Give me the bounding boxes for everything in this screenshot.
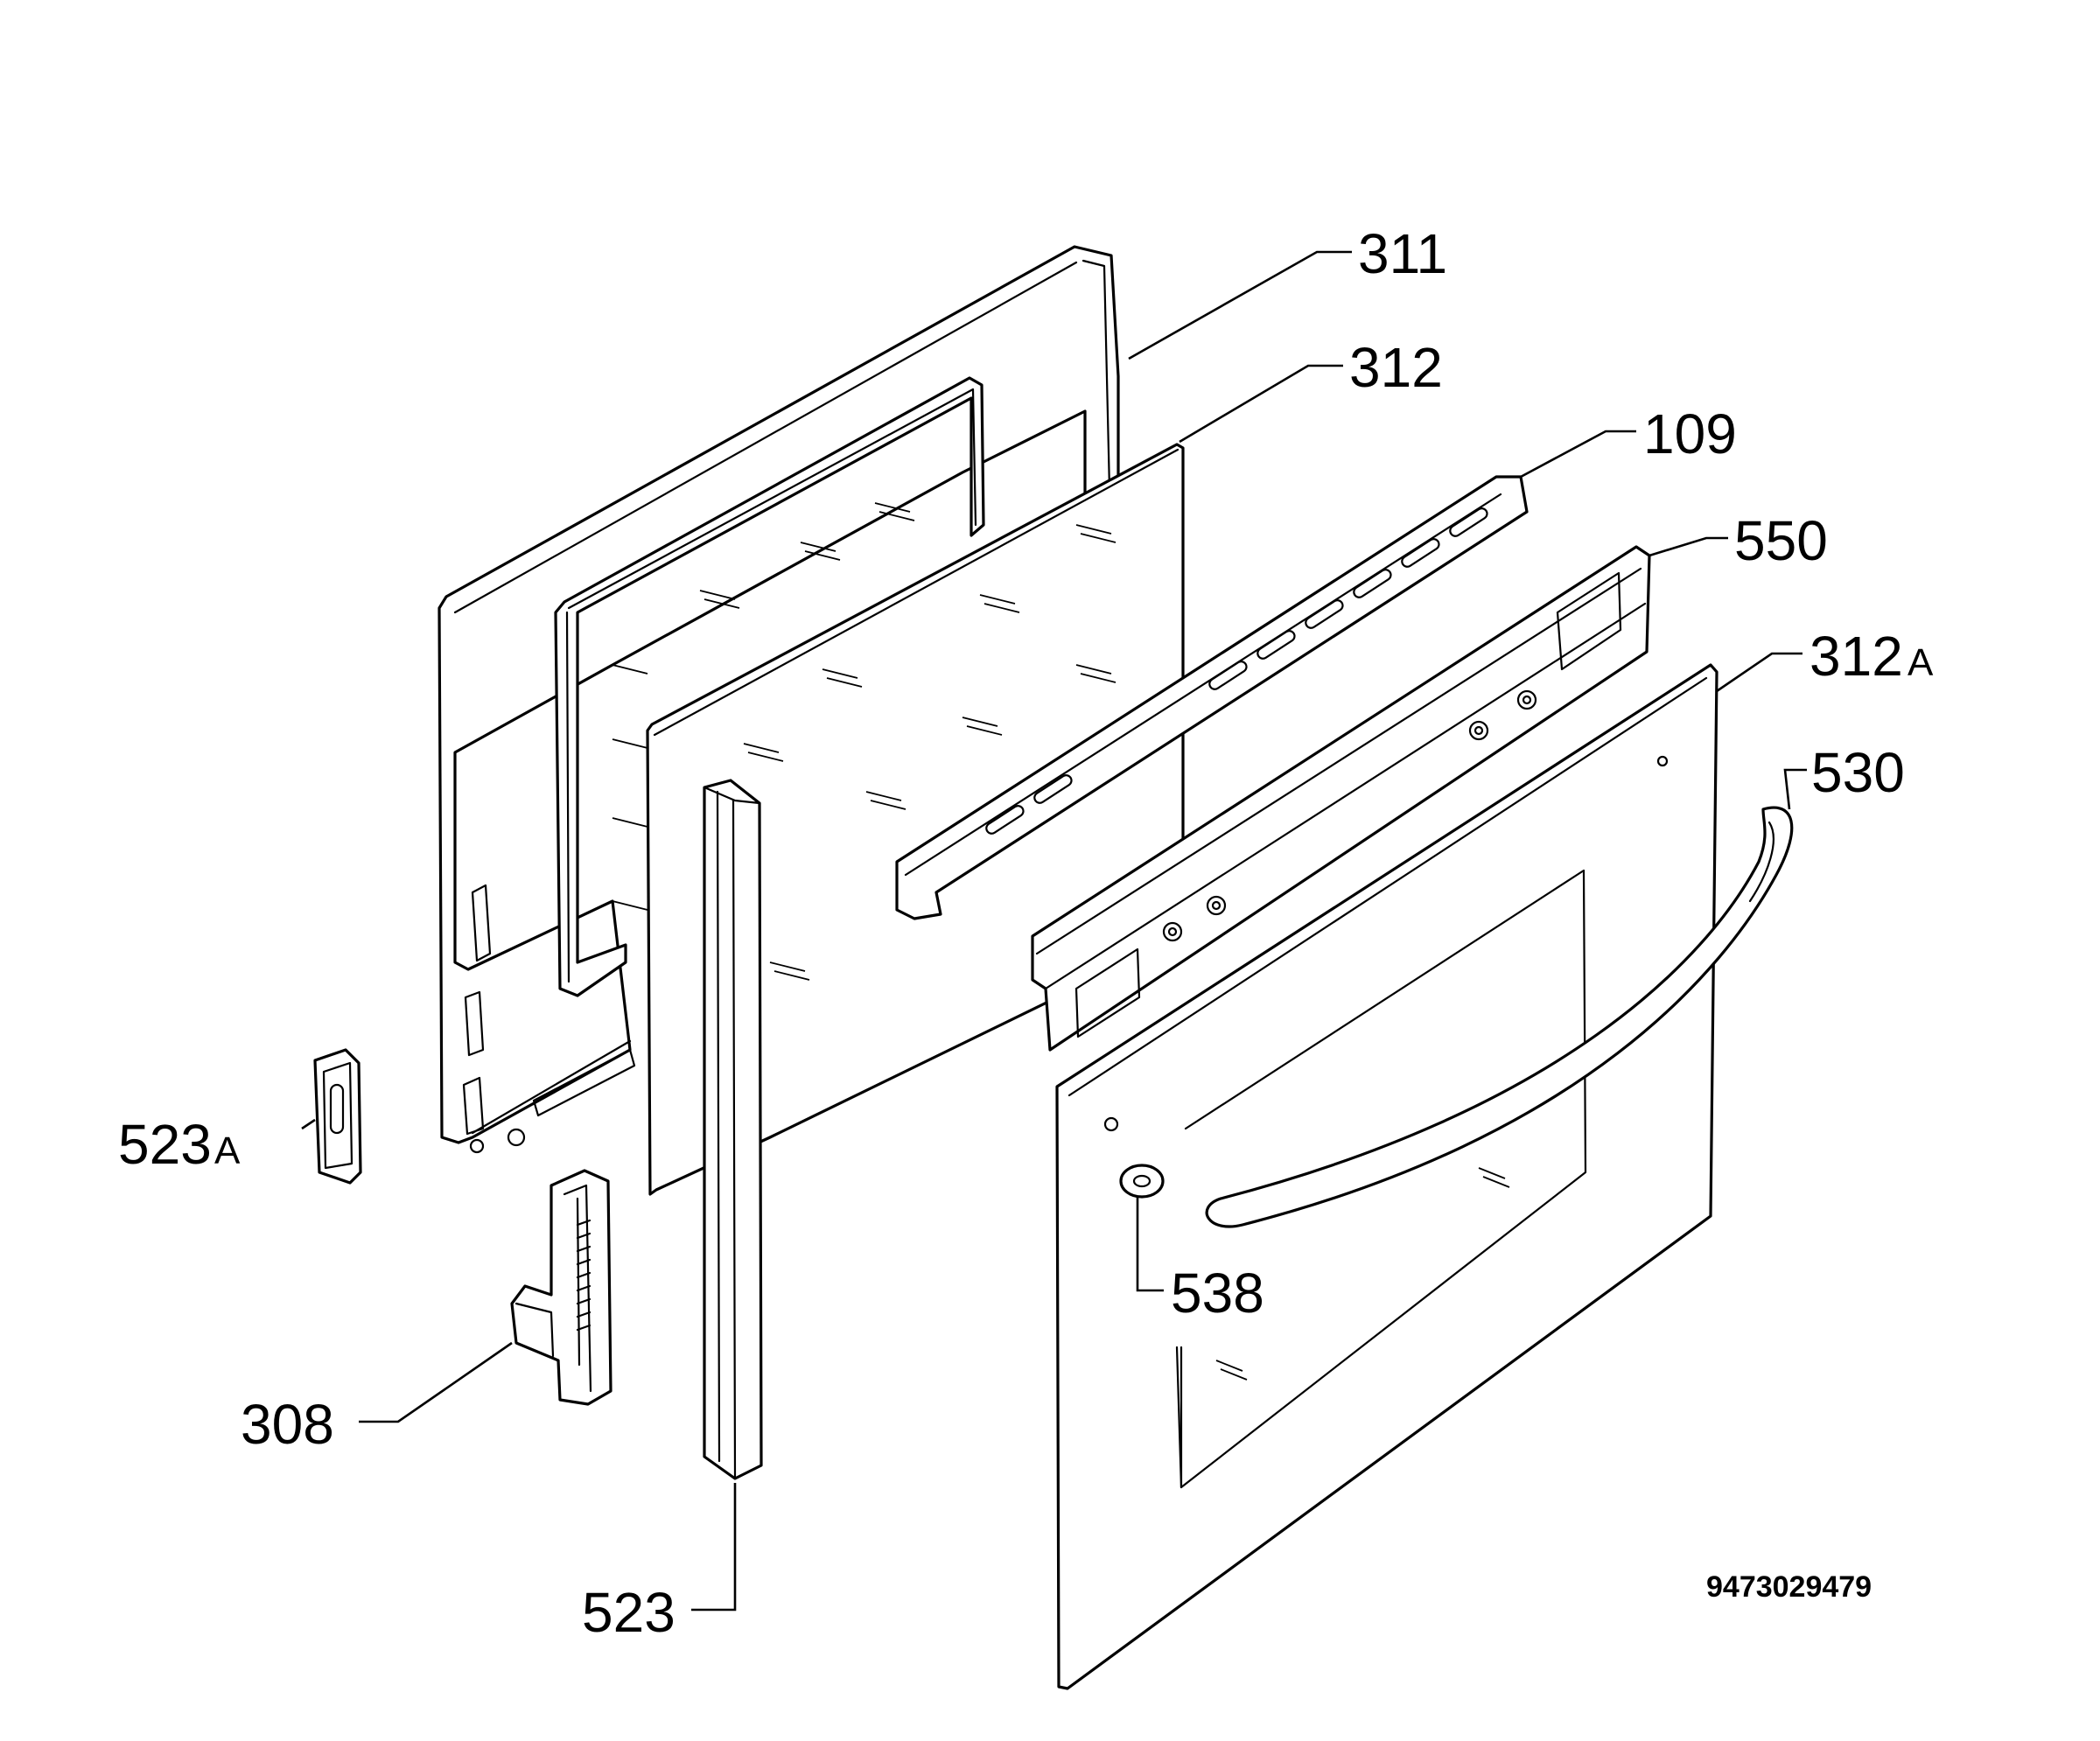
- label-308: 308: [241, 1393, 334, 1456]
- label-109: 109: [1643, 402, 1737, 465]
- part-523-side-strip: [703, 779, 763, 1480]
- drawing-number: 9473029479: [1706, 1570, 1872, 1604]
- label-312a-suffix: A: [1908, 641, 1934, 684]
- label-311: 311: [1358, 222, 1447, 285]
- part-523a-clip: [313, 1048, 362, 1185]
- label-538: 538: [1171, 1262, 1264, 1325]
- label-523a-suffix: A: [214, 1129, 241, 1172]
- part-109-upper-bracket: [895, 475, 1529, 920]
- label-550: 550: [1734, 509, 1828, 572]
- label-530: 530: [1811, 741, 1905, 804]
- leader-lines: [301, 250, 1807, 1612]
- part-311-inner-frame: [438, 245, 1120, 1154]
- label-523: 523: [582, 1581, 676, 1644]
- label-312: 312: [1349, 336, 1443, 399]
- label-312a-number: 312: [1810, 625, 1903, 688]
- part-538-bush: [1119, 1164, 1165, 1199]
- part-312-inner-glass: [612, 443, 1185, 1196]
- part-530-handle: [1205, 806, 1794, 1228]
- label-523a-number: 523: [118, 1113, 212, 1176]
- part-550-deflector: [1031, 545, 1651, 1052]
- part-308-hinge: [510, 1169, 612, 1406]
